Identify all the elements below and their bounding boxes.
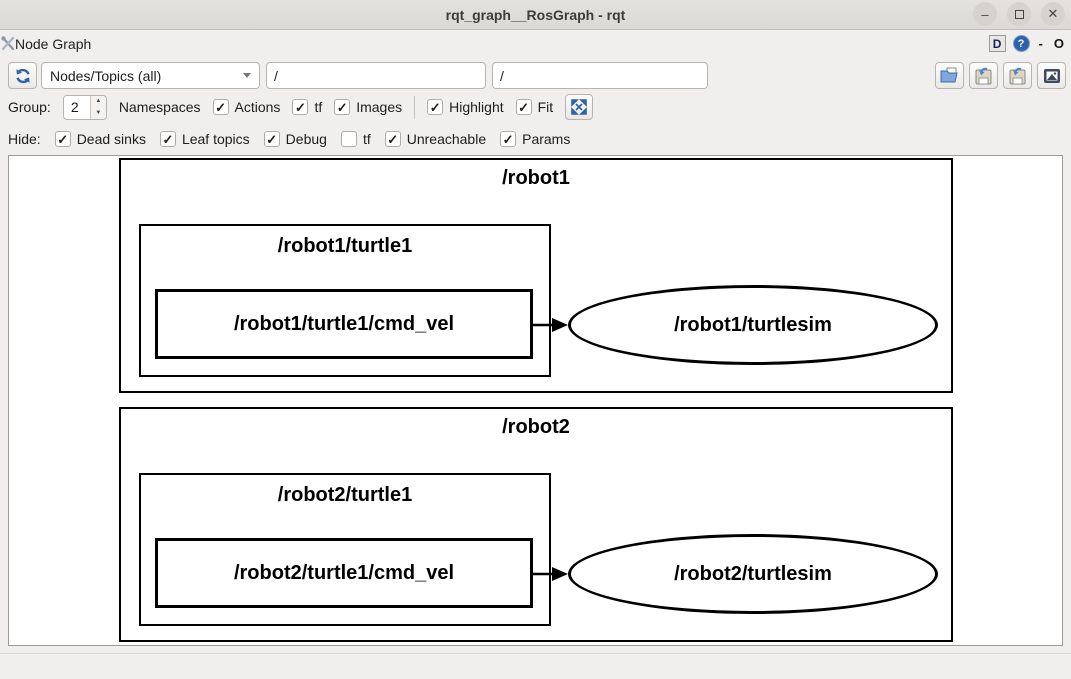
topic-node-cmd-vel[interactable]: /robot1/turtle1/cmd_vel bbox=[155, 289, 533, 359]
separator bbox=[414, 95, 416, 119]
subcluster-label: /robot1/turtle1 bbox=[277, 235, 413, 257]
chevron-down-icon bbox=[243, 73, 251, 78]
topic-node-cmd-vel[interactable]: /robot2/turtle1/cmd_vel bbox=[155, 538, 533, 608]
graph-type-value: Nodes/Topics (all) bbox=[50, 67, 162, 84]
checkbox-box bbox=[54, 131, 71, 147]
node-filter-input[interactable] bbox=[266, 62, 486, 89]
checkbox-box bbox=[515, 99, 532, 115]
checkbox-box bbox=[334, 99, 351, 115]
checkbox-fit[interactable]: Fit bbox=[515, 99, 554, 115]
checkbox-group-tf[interactable]: tf bbox=[292, 99, 322, 115]
maximize-button[interactable] bbox=[1007, 2, 1031, 26]
status-area bbox=[0, 646, 1071, 679]
open-dot-file-button[interactable] bbox=[935, 62, 964, 89]
checkbox-label: Debug bbox=[285, 131, 327, 147]
graph-type-select[interactable]: Nodes/Topics (all) bbox=[41, 62, 260, 89]
save-svg-icon bbox=[1009, 67, 1026, 84]
dock-collapse-button[interactable]: - bbox=[1038, 36, 1043, 51]
cluster-robot2: /robot2 /robot2/turtle1 /robot2/turtle1/… bbox=[119, 407, 953, 642]
checkbox-unreachable[interactable]: Unreachable bbox=[384, 131, 487, 147]
cluster-robot1: /robot1 /robot1/turtle1 /robot1/turtle1/… bbox=[119, 158, 953, 393]
checkbox-label: tf bbox=[362, 131, 371, 147]
group-label: Group: bbox=[8, 99, 51, 115]
checkbox-label: Dead sinks bbox=[76, 131, 146, 147]
checkbox-actions[interactable]: Actions bbox=[212, 99, 281, 115]
close-icon: ✕ bbox=[1047, 6, 1059, 21]
checkbox-box bbox=[212, 99, 229, 115]
cluster-label: /robot2 bbox=[502, 416, 570, 438]
checkbox-images[interactable]: Images bbox=[334, 99, 402, 115]
window-titlebar: rqt_graph__RosGraph - rqt – ✕ bbox=[0, 0, 1071, 30]
group-value: 2 bbox=[70, 99, 79, 115]
subcluster-robot2-turtle1: /robot2/turtle1 /robot2/turtle1/cmd_vel bbox=[139, 473, 551, 626]
spin-up-icon[interactable]: ▲ bbox=[95, 98, 102, 105]
node-turtlesim[interactable]: /robot2/turtlesim bbox=[568, 534, 938, 614]
checkbox-leaf-topics[interactable]: Leaf topics bbox=[159, 131, 250, 147]
subcluster-label: /robot2/turtle1 bbox=[277, 484, 413, 506]
checkbox-dead-sinks[interactable]: Dead sinks bbox=[54, 131, 146, 147]
graph-canvas[interactable]: /robot1 /robot1/turtle1 /robot1/turtle1/… bbox=[8, 155, 1063, 646]
help-icon[interactable]: ? bbox=[1012, 35, 1030, 52]
fit-expand-icon bbox=[571, 99, 587, 115]
minimize-button[interactable]: – bbox=[973, 2, 997, 26]
edge-arrow bbox=[531, 318, 568, 332]
save-image-icon bbox=[1043, 68, 1060, 83]
checkbox-box bbox=[159, 131, 176, 147]
checkbox-hide-tf[interactable]: tf bbox=[340, 131, 371, 147]
save-as-svg-button[interactable] bbox=[1003, 62, 1032, 89]
checkbox-box bbox=[500, 131, 517, 147]
fit-in-view-button[interactable] bbox=[565, 94, 594, 120]
node-turtlesim[interactable]: /robot1/turtlesim bbox=[568, 285, 938, 365]
open-folder-icon bbox=[940, 67, 958, 83]
checkbox-label: Fit bbox=[537, 99, 554, 115]
checkbox-debug[interactable]: Debug bbox=[263, 131, 327, 147]
checkbox-box bbox=[340, 131, 357, 147]
checkbox-box bbox=[292, 99, 309, 115]
subcluster-robot1-turtle1: /robot1/turtle1 /robot1/turtle1/cmd_vel bbox=[139, 224, 551, 377]
dock-title: Node Graph bbox=[15, 36, 92, 52]
namespaces-label: Namespaces bbox=[118, 99, 201, 115]
checkbox-label: Actions bbox=[234, 99, 281, 115]
checkbox-box bbox=[384, 131, 401, 147]
tools-icon bbox=[1, 36, 15, 51]
cluster-label: /robot1 bbox=[502, 167, 570, 189]
checkbox-label: Leaf topics bbox=[181, 131, 250, 147]
close-button[interactable]: ✕ bbox=[1041, 2, 1065, 26]
dock-d-button[interactable]: D bbox=[988, 35, 1006, 52]
group-spinbox[interactable]: 2 ▲ ▼ bbox=[62, 94, 107, 120]
checkbox-highlight[interactable]: Highlight bbox=[427, 99, 504, 115]
edge-arrow bbox=[531, 567, 568, 581]
checkbox-label: Unreachable bbox=[406, 131, 487, 147]
spin-down-icon[interactable]: ▼ bbox=[95, 109, 102, 116]
save-dot-icon bbox=[975, 67, 992, 84]
checkbox-params[interactable]: Params bbox=[500, 131, 570, 147]
window-title: rqt_graph__RosGraph - rqt bbox=[445, 7, 626, 23]
dock-float-button[interactable]: O bbox=[1053, 36, 1064, 51]
dock-header: Node Graph D ? - O bbox=[0, 31, 1071, 59]
checkbox-label: tf bbox=[314, 99, 323, 115]
hide-label: Hide: bbox=[8, 131, 41, 147]
checkbox-box bbox=[427, 99, 444, 115]
save-as-image-button[interactable] bbox=[1037, 62, 1066, 89]
save-as-dot-button[interactable] bbox=[969, 62, 998, 89]
dock-edge-line bbox=[0, 653, 1071, 654]
maximize-icon bbox=[1014, 9, 1024, 19]
checkbox-box bbox=[263, 131, 280, 147]
refresh-button[interactable] bbox=[8, 62, 37, 89]
checkbox-label: Highlight bbox=[449, 99, 504, 115]
checkbox-label: Images bbox=[356, 99, 403, 115]
refresh-icon bbox=[15, 68, 30, 83]
checkbox-label: Params bbox=[522, 131, 571, 147]
topic-filter-input[interactable] bbox=[492, 62, 708, 89]
minimize-icon: – bbox=[981, 6, 989, 22]
